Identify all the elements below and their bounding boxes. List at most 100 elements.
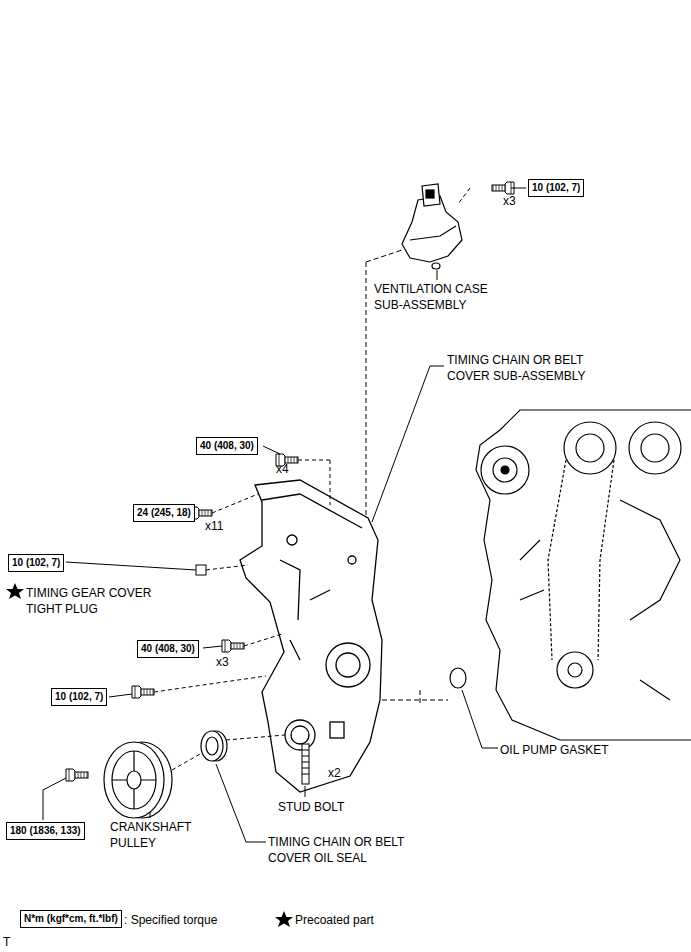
illustration-part bbox=[482, 748, 498, 749]
illustration-part bbox=[432, 263, 440, 269]
illustration-part bbox=[196, 565, 206, 575]
illustration-part bbox=[132, 686, 154, 698]
quantity-label: x3 bbox=[503, 193, 516, 209]
illustration-part bbox=[422, 184, 440, 206]
illustration-part bbox=[629, 422, 681, 474]
part-name: OIL PUMP GASKET bbox=[500, 742, 609, 758]
illustration-part bbox=[511, 188, 526, 189]
illustration-part bbox=[291, 726, 309, 744]
illustration-part bbox=[476, 410, 691, 740]
illustration-part bbox=[564, 422, 616, 474]
illustration-part bbox=[280, 560, 330, 660]
illustration-part bbox=[222, 640, 244, 652]
illustration-part bbox=[366, 250, 402, 262]
illustration-part bbox=[305, 786, 306, 797]
illustration-part bbox=[458, 188, 470, 204]
illustration-part bbox=[372, 366, 430, 522]
illustration-part bbox=[244, 634, 282, 646]
torque-box: 10 (102, 7) bbox=[8, 554, 64, 572]
illustration-part bbox=[548, 460, 614, 660]
illustration-part bbox=[112, 751, 156, 809]
illustration-part bbox=[330, 460, 331, 505]
illustration-part bbox=[150, 812, 151, 818]
torque-value: 180 (1836, 133) bbox=[10, 824, 81, 838]
quantity-label: x2 bbox=[328, 765, 341, 781]
illustration-part bbox=[240, 480, 382, 792]
part-name: TIMING CHAIN OR BELT COVER OIL SEAL bbox=[268, 834, 438, 866]
illustration-part bbox=[492, 182, 514, 194]
illustration-part bbox=[330, 722, 344, 738]
torque-value: 10 (102, 7) bbox=[12, 556, 60, 570]
illustration-part bbox=[154, 676, 266, 692]
torque-value: 24 (245, 18) bbox=[137, 506, 191, 520]
legend-text: : Specified torque bbox=[124, 912, 217, 928]
illustration-part bbox=[104, 742, 164, 818]
part-name: TIMING CHAIN OR BELT COVER SUB-ASSEMBLY bbox=[447, 352, 617, 384]
illustration-part bbox=[298, 460, 330, 461]
part-name: VENTILATION CASE SUB-ASSEMBLY bbox=[374, 281, 504, 313]
part-name: T bbox=[3, 934, 10, 950]
illustration-part bbox=[203, 646, 222, 648]
illustration-part bbox=[66, 769, 88, 781]
illustration-part bbox=[201, 731, 223, 761]
illustration-part bbox=[568, 663, 582, 677]
torque-box: 40 (408, 30) bbox=[196, 437, 258, 455]
illustration-part bbox=[172, 754, 200, 770]
illustration-part bbox=[287, 535, 297, 545]
illustration-part bbox=[112, 751, 156, 809]
illustration-part bbox=[127, 771, 141, 789]
torque-value: N*m (kgf*cm, ft.*lbf) bbox=[24, 912, 118, 926]
crankshaft-pulley bbox=[104, 742, 172, 818]
illustration-part bbox=[620, 500, 680, 620]
illustration-part bbox=[66, 562, 196, 570]
illustration-part bbox=[520, 540, 670, 700]
illustration-part bbox=[226, 735, 285, 740]
torque-value: 40 (408, 30) bbox=[200, 439, 254, 453]
illustration-part bbox=[302, 744, 309, 784]
oil-seal bbox=[201, 731, 227, 761]
part-name: TIMING GEAR COVER TIGHT PLUG bbox=[26, 585, 166, 617]
illustration-part bbox=[430, 366, 444, 367]
quantity-label: x11 bbox=[205, 518, 223, 534]
legend-unit-box: N*m (kgf*cm, ft.*lbf) bbox=[20, 910, 122, 928]
illustration-part bbox=[216, 764, 246, 842]
torque-value: 10 (102, 7) bbox=[55, 690, 103, 704]
illustration-part bbox=[410, 226, 456, 240]
timing-cover bbox=[240, 480, 382, 792]
illustration-part bbox=[557, 652, 593, 688]
torque-value: 40 (408, 30) bbox=[141, 642, 195, 656]
illustration-part bbox=[262, 494, 362, 528]
part-name: STUD BOLT bbox=[278, 799, 344, 815]
part-name: CRANKSHAFT PULLEY bbox=[110, 819, 205, 851]
illustration-part bbox=[493, 458, 517, 482]
illustration-part bbox=[501, 466, 509, 474]
illustration-part bbox=[302, 750, 309, 774]
stud-bolt bbox=[302, 744, 309, 784]
illustration-part bbox=[206, 565, 248, 570]
illustration-part bbox=[450, 668, 466, 688]
oil-pump-gasket bbox=[450, 668, 466, 688]
illustration-part bbox=[402, 196, 462, 262]
torque-box: 180 (1836, 133) bbox=[6, 822, 85, 840]
illustration-part bbox=[336, 653, 360, 677]
illustration-part bbox=[326, 643, 370, 687]
ventilation-case bbox=[402, 184, 462, 269]
illustration-part bbox=[285, 720, 315, 750]
illustration-part bbox=[246, 842, 266, 843]
illustration-part bbox=[43, 790, 44, 820]
torque-value: 10 (102, 7) bbox=[532, 181, 580, 195]
illustration-part bbox=[382, 700, 448, 701]
engine-block bbox=[476, 410, 691, 740]
torque-box: 40 (408, 30) bbox=[137, 640, 199, 658]
torque-box: 10 (102, 7) bbox=[51, 688, 107, 706]
illustration-part bbox=[420, 690, 421, 705]
quantity-label: x4 bbox=[276, 461, 289, 477]
illustration-part bbox=[206, 737, 218, 755]
illustration-part bbox=[481, 446, 529, 494]
precoated-star bbox=[275, 911, 293, 927]
illustration-part bbox=[109, 694, 132, 697]
tight-plug bbox=[196, 565, 206, 575]
illustration-part bbox=[426, 190, 434, 198]
torque-box: 24 (245, 18) bbox=[133, 504, 195, 522]
